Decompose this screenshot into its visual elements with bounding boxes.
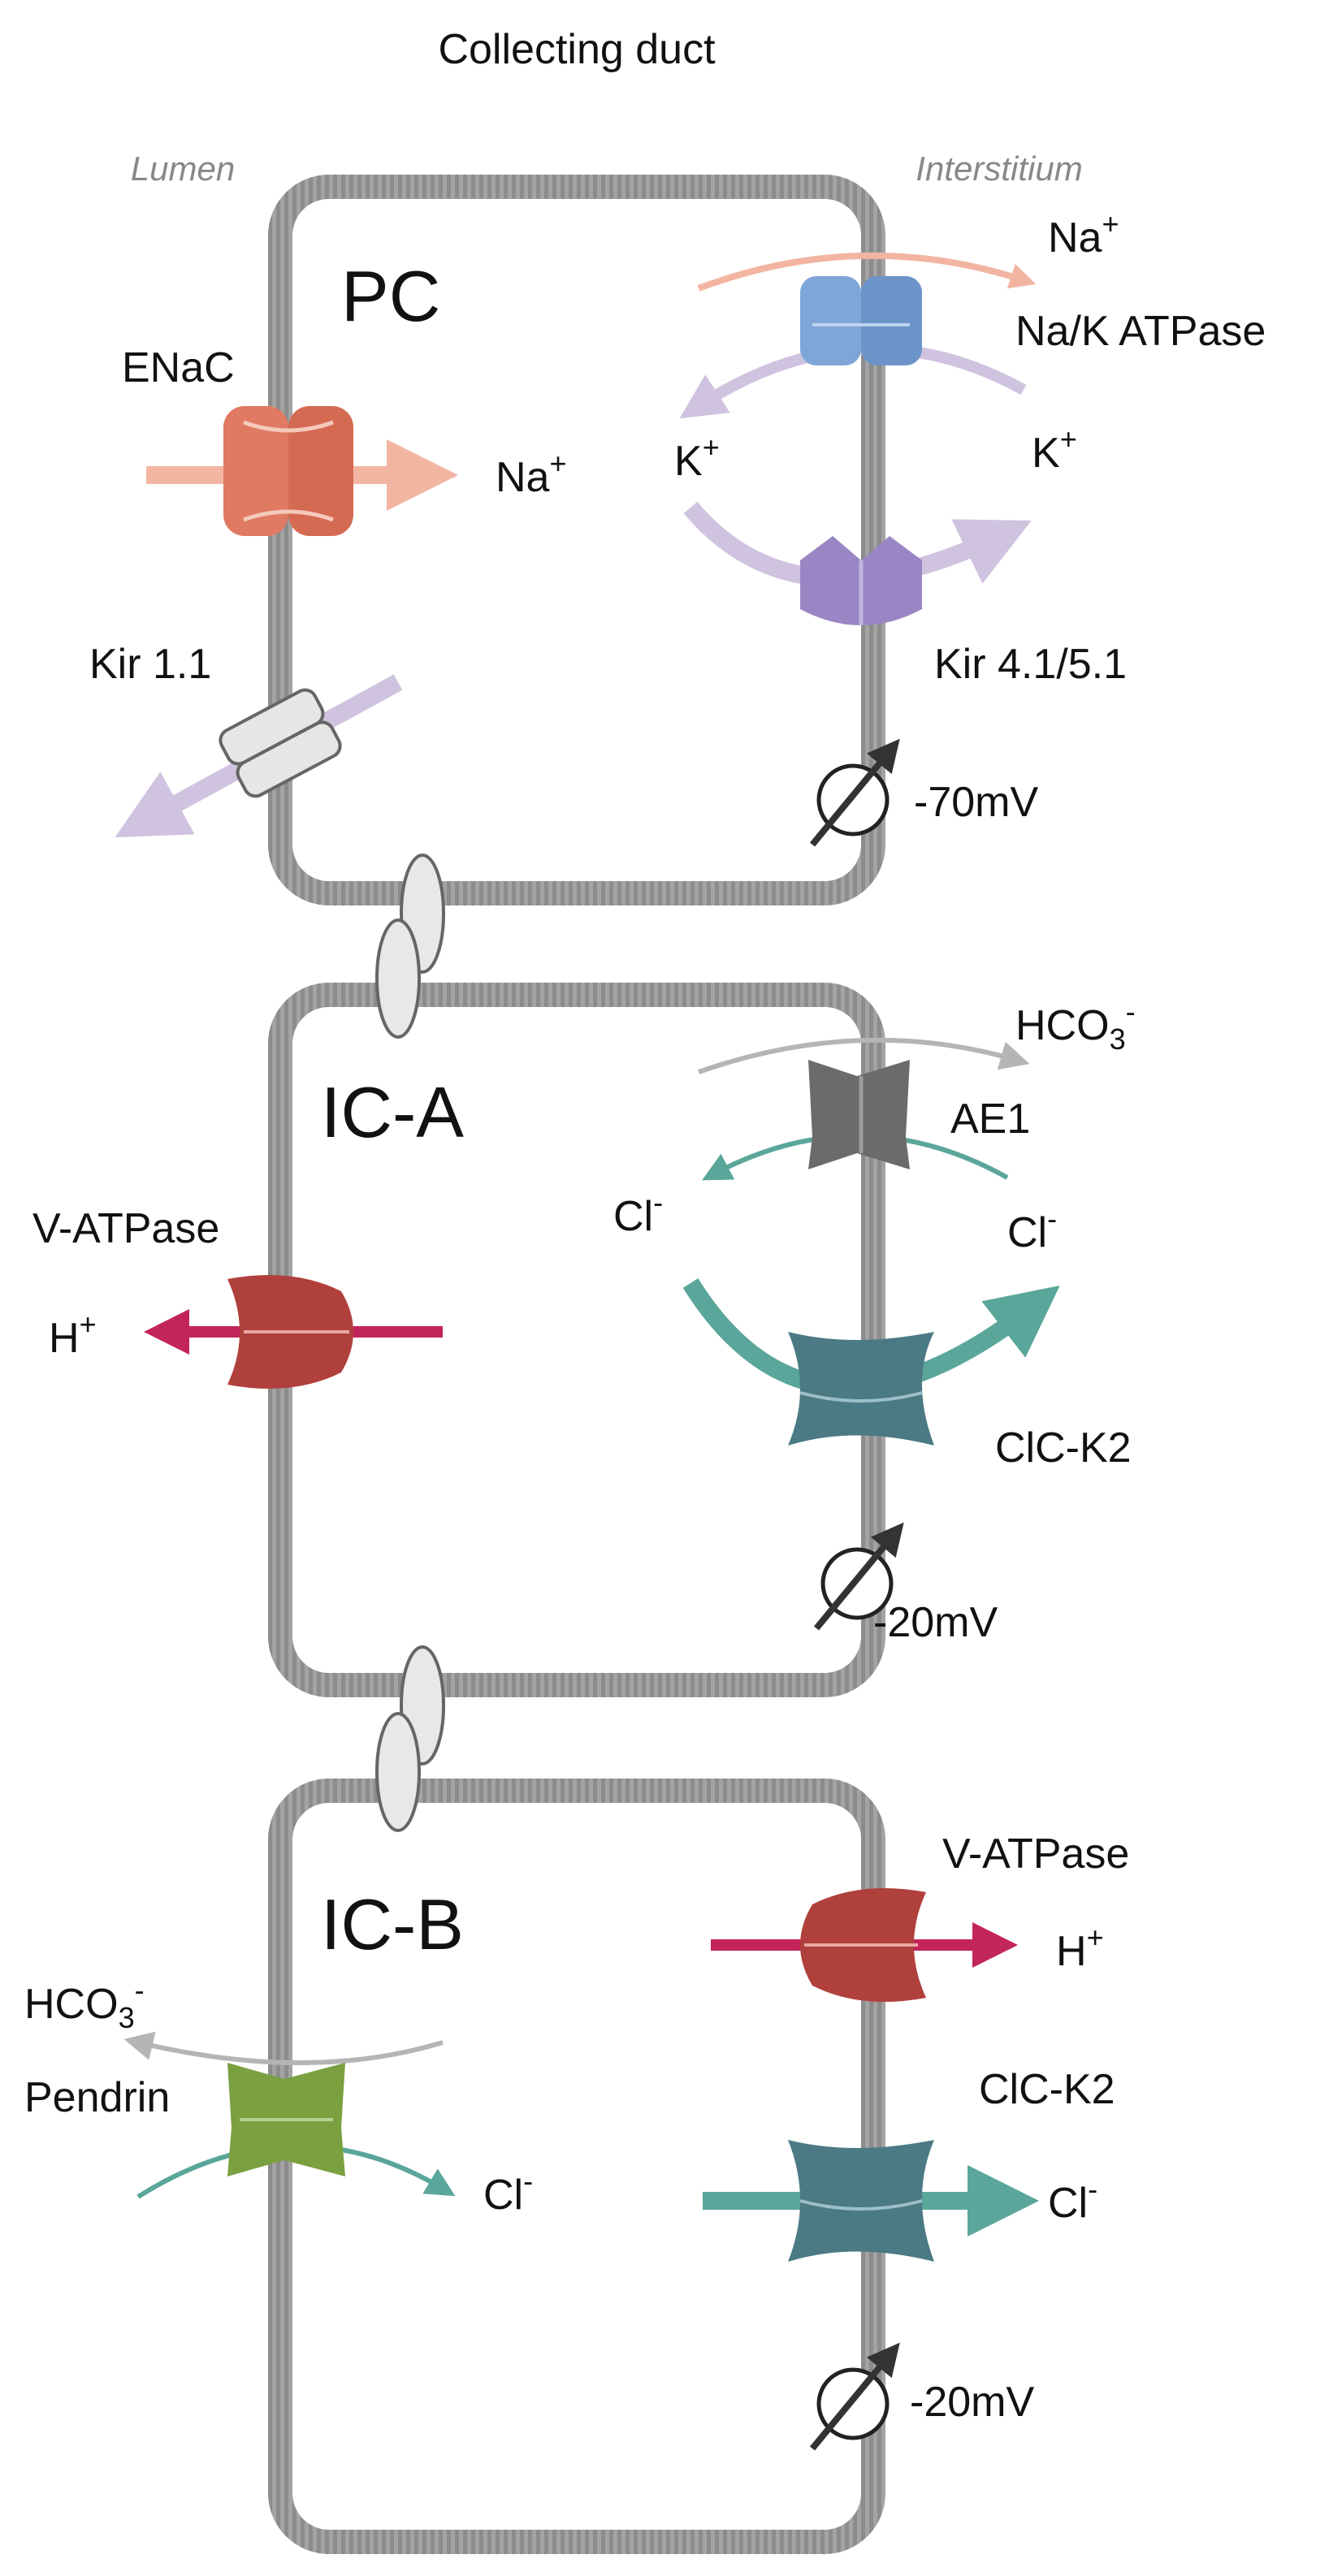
pendrin-hco3-arrow: [123, 2031, 444, 2065]
pc-membrane-potential-icon: [809, 738, 900, 847]
ica-vatpase-label: V-ATPase: [32, 1205, 219, 1252]
nak-atpase-pump-icon: [800, 276, 922, 365]
ica-vatpase-pump-icon: [227, 1275, 353, 1389]
ae1-hco3-ion: HCO3-: [1015, 995, 1136, 1056]
pendrin-cl-ion: Cl-: [483, 2164, 533, 2219]
tight-junction-pc-ica: [375, 854, 445, 1039]
icb-membrane-potential-icon: [809, 2342, 900, 2451]
ica-membrane-potential-icon: [813, 1522, 904, 1631]
ica-cl-ion-left: Cl-: [613, 1186, 663, 1240]
pendrin-hco3-ion: HCO3-: [24, 1973, 145, 2034]
ica-clck2-label: ClC-K2: [995, 1424, 1132, 1472]
pendrin-exchanger-icon: [227, 2063, 345, 2176]
icb-clck2-channel-icon: [788, 2140, 934, 2262]
nak-na-ion: Na+: [1048, 207, 1119, 261]
interstitium-label: Interstitium: [916, 149, 1082, 188]
ae1-exchanger-icon: [808, 1060, 910, 1169]
pc-potential: -70mV: [914, 779, 1038, 826]
lumen-label: Lumen: [131, 149, 235, 188]
icb-vatpase-label: V-ATPase: [942, 1830, 1129, 1878]
pc-cell-label: PC: [341, 256, 440, 336]
icb-vatpase-pump-icon: [800, 1888, 926, 2002]
pc-cell-membrane: [268, 175, 885, 905]
enac-channel-icon: [223, 406, 353, 536]
enac-label: ENaC: [122, 344, 235, 391]
ica-cl-ion-right: Cl-: [1007, 1202, 1057, 1256]
ica-h-ion: H+: [49, 1307, 97, 1362]
icb-h-ion: H+: [1056, 1921, 1104, 1975]
icb-cell-label: IC-B: [321, 1884, 464, 1964]
nak-atpase-label: Na/K ATPase: [1015, 308, 1266, 355]
enac-na-ion: Na+: [496, 447, 567, 501]
tight-junction-ica-icb: [375, 1645, 445, 1832]
pendrin-label: Pendrin: [24, 2074, 170, 2121]
kir41-label: Kir 4.1/5.1: [934, 641, 1127, 688]
diagram-title: Collecting duct: [438, 26, 716, 73]
ica-clck2-channel-icon: [788, 1332, 934, 1446]
ica-potential: -20mV: [873, 1599, 998, 1646]
kir41-channel-icon: [800, 536, 922, 625]
ae1-hco3-arrow: [698, 1037, 1030, 1074]
pc-k-ion-left: K+: [674, 430, 720, 485]
ae1-label: AE1: [950, 1096, 1030, 1143]
kir11-label: Kir 1.1: [89, 641, 211, 688]
kir11-channel-icon: [219, 688, 342, 798]
icb-potential: -20mV: [910, 2379, 1034, 2426]
icb-cl-ion: Cl-: [1048, 2172, 1097, 2227]
icb-clck2-label: ClC-K2: [979, 2066, 1115, 2113]
nak-na-arrow: [697, 252, 1037, 292]
pc-k-ion-right: K+: [1032, 422, 1077, 477]
ica-cell-label: IC-A: [321, 1072, 464, 1152]
